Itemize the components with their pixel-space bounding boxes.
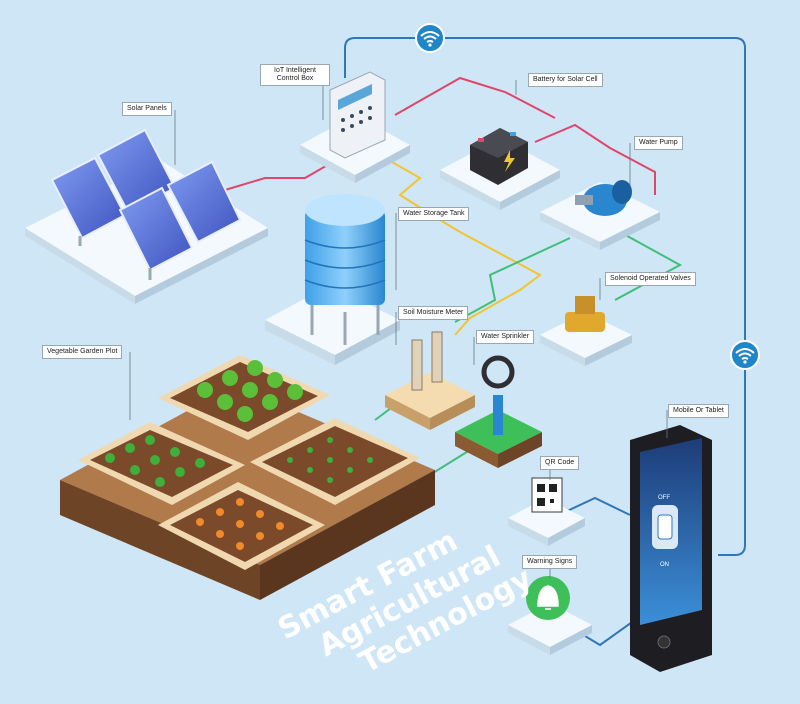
- wifi-icon: [735, 348, 755, 360]
- power-toggle-icon: [657, 514, 673, 540]
- power-line-battery-to-pump: [534, 123, 656, 195]
- label-battery: Battery for Solar Cell: [528, 73, 603, 87]
- phone-off-label: OFF: [658, 495, 670, 501]
- qr-code-device: [508, 477, 585, 546]
- water-storage-tank: [265, 194, 400, 365]
- water-pump: [540, 180, 660, 250]
- label-water-sprinkler: Water Sprinkler: [476, 330, 534, 344]
- label-warning-signs: Warning Signs: [522, 555, 578, 569]
- wifi-badge-top: [415, 23, 445, 53]
- warning-signs-device: [508, 576, 592, 655]
- label-mobile-tablet: Mobile Or Tablet: [668, 404, 729, 418]
- label-solar-panels: Solar Panels: [122, 102, 172, 116]
- signal-line-qr-to-phone: [564, 496, 631, 516]
- label-iot-control-box: IoT Intelligent Control Box: [260, 64, 330, 86]
- mobile-phone: [630, 425, 712, 672]
- vegetable-garden-plot: [60, 355, 435, 600]
- wifi-badge-right: [730, 340, 760, 370]
- label-solenoid-valves: Solenoid Operated Valves: [605, 272, 696, 286]
- label-vegetable-garden: Vegetable Garden Plot: [42, 345, 123, 359]
- signal-line-pump-to-sprinkler: [454, 237, 571, 323]
- label-qr-code: QR Code: [540, 456, 580, 470]
- solenoid-valve: [540, 296, 632, 366]
- battery: [440, 128, 560, 210]
- bell-warning-icon: [537, 585, 559, 610]
- solar-panel: [166, 160, 242, 244]
- iot-control-box: [300, 71, 410, 183]
- label-leaders: [129, 80, 668, 578]
- wifi-signal-line: [344, 37, 746, 556]
- wifi-icon: [420, 31, 440, 43]
- water-sprinkler: [455, 355, 542, 468]
- label-soil-moisture-meter: Soil Moisture Meter: [398, 306, 469, 320]
- solar-panel: [118, 186, 194, 272]
- label-water-storage-tank: Water Storage Tank: [398, 207, 470, 221]
- solar-panels: [25, 128, 268, 304]
- qr-code-icon: [531, 477, 563, 513]
- battery-bolt-icon: [504, 150, 515, 172]
- phone-on-label: ON: [660, 562, 669, 568]
- water-line-box-to-tank: [384, 157, 461, 233]
- soil-moisture-meter: [385, 331, 475, 430]
- signal-line-pump-to-valve: [614, 231, 683, 301]
- water-line-tank-to-meter: [454, 231, 542, 336]
- power-line-box-to-battery: [394, 76, 556, 119]
- label-water-pump: Water Pump: [634, 136, 683, 150]
